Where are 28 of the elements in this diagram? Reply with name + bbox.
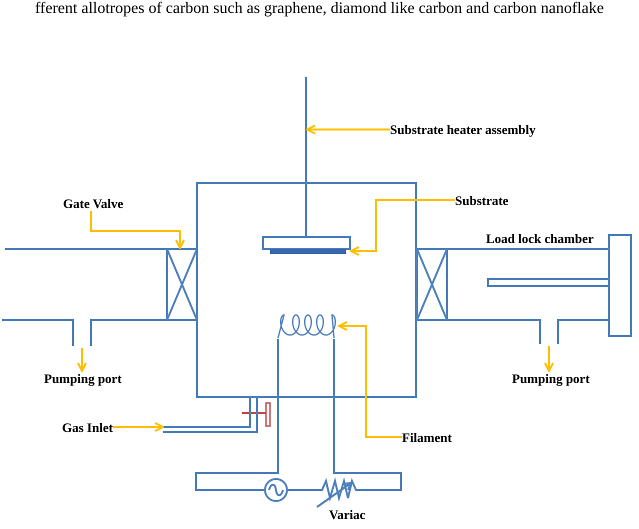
part-label: Load lock chamber: [486, 231, 594, 246]
gate-valve: [166, 248, 198, 321]
variable-resistor-symbol: [316, 479, 366, 509]
substrate-plate: [262, 236, 351, 255]
filament-coil: [277, 312, 339, 339]
connecting-wire: [288, 489, 316, 491]
connecting-wire: [195, 339, 279, 491]
connecting-wire: [333, 339, 402, 491]
gate-valve: [416, 248, 448, 321]
leader-arrow: [544, 346, 554, 372]
leader-arrow: [77, 348, 87, 372]
leader-arrow: [90, 211, 185, 249]
callout-label: Gas Inlet: [62, 420, 113, 435]
callout-label: Substrate: [455, 193, 508, 208]
part-label: Variac: [329, 507, 366, 522]
body-text: fferent allotropes of carbon such as graphene, diamond like carbon and carbon nanoflake: [35, 0, 604, 18]
leader-arrow: [306, 124, 390, 134]
callout-label: Pumping port: [512, 371, 590, 386]
callout-label: Filament: [402, 430, 452, 445]
callout-label: Gate Valve: [63, 196, 124, 211]
callout-label: Substrate heater assembly: [390, 122, 536, 137]
callout-label: Pumping port: [44, 371, 122, 386]
leader-arrow: [112, 422, 164, 432]
leader-arrow: [350, 199, 455, 256]
gas-inlet-pipe: [163, 396, 259, 434]
vacuum-pipe: [1, 248, 168, 348]
ac-source-symbol: [264, 478, 288, 502]
leader-arrow: [338, 321, 402, 438]
